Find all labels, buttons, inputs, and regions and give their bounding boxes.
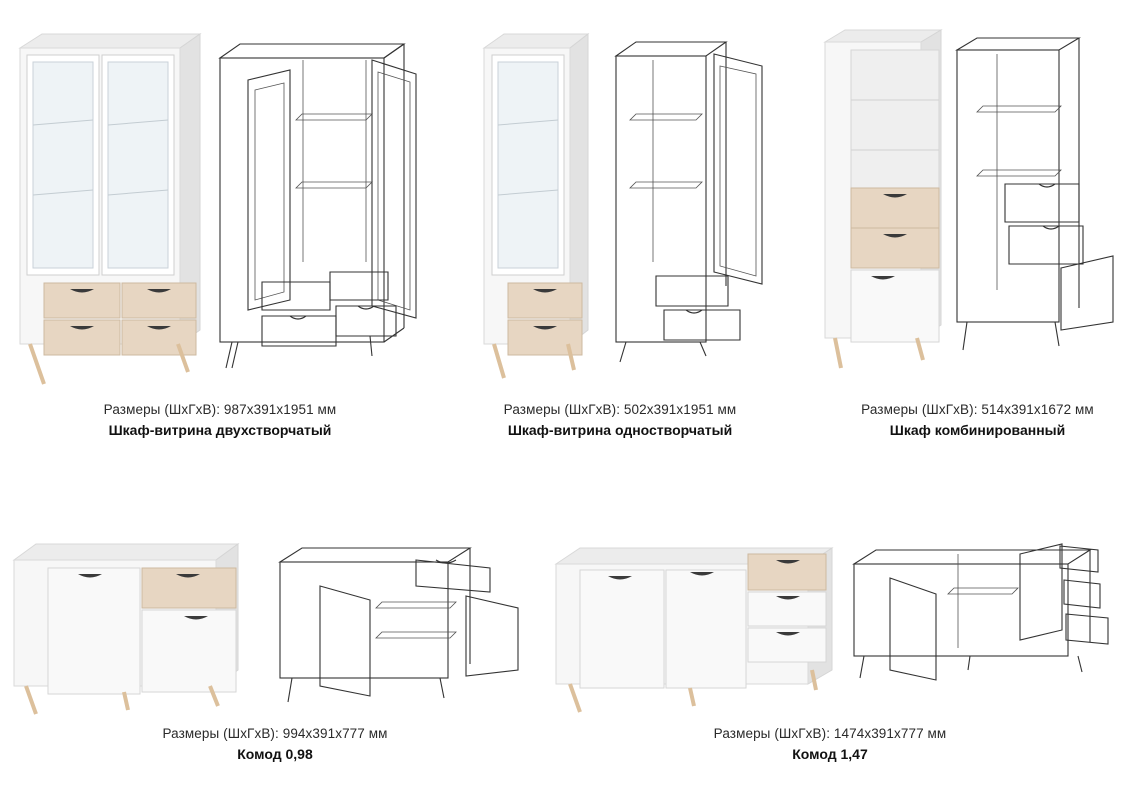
product-combined-cabinet: Размеры (ШхГхВ): 514x391x1672 мм Шкаф ко…: [815, 0, 1135, 460]
showcase-double-line-drawing: [218, 43, 417, 369]
dresser-147-caption: Размеры (ШхГхВ): 1474x391x777 мм Комод 1…: [590, 726, 1070, 762]
showcase-double-dimensions: Размеры (ШхГхВ): 987x391x1951 мм: [103, 402, 337, 417]
dresser-147-rendered-image: [554, 547, 834, 713]
showcase-double-title: Шкаф-витрина двухстворчатый: [108, 422, 332, 438]
showcase-double-rendered-image: [18, 33, 202, 385]
product-dresser-098: Размеры (ШхГхВ): 994x391x777 мм Комод 0,…: [0, 520, 540, 800]
dresser-098-title: Комод 0,98: [237, 746, 313, 762]
product-showcase-single: Размеры (ШхГхВ): 502x391x1951 мм Шкаф-ви…: [470, 0, 790, 460]
showcase-single-title: Шкаф-витрина одностворчатый: [507, 422, 733, 438]
combined-cabinet-dimensions: Размеры (ШхГхВ): 514x391x1672 мм: [861, 402, 1094, 417]
dresser-147-line-drawing: [852, 543, 1109, 681]
combined-cabinet-rendered-image: [823, 29, 943, 369]
showcase-single-rendered-image: [482, 32, 590, 379]
product-showcase-double: Размеры (ШхГхВ): 987x391x1951 мм Шкаф-ви…: [0, 0, 420, 460]
dresser-147-title: Комод 1,47: [792, 746, 868, 762]
showcase-single-dimensions: Размеры (ШхГхВ): 502x391x1951 мм: [503, 402, 737, 417]
combined-cabinet-title: Шкаф комбинированный: [889, 422, 1066, 438]
showcase-single-line-drawing: [614, 41, 763, 363]
combined-cabinet-caption: Размеры (ШхГхВ): 514x391x1672 мм Шкаф ко…: [815, 402, 1140, 438]
dresser-098-rendered-image: [12, 543, 240, 715]
showcase-single-caption: Размеры (ШхГхВ): 502x391x1951 мм Шкаф-ви…: [470, 402, 770, 438]
dresser-147-dimensions: Размеры (ШхГхВ): 1474x391x777 мм: [713, 726, 947, 741]
dresser-098-dimensions: Размеры (ШхГхВ): 994x391x777 мм: [162, 726, 388, 741]
dresser-098-caption: Размеры (ШхГхВ): 994x391x777 мм Комод 0,…: [50, 726, 500, 762]
showcase-double-caption: Размеры (ШхГхВ): 987x391x1951 мм Шкаф-ви…: [20, 402, 420, 438]
product-dresser-147: Размеры (ШхГхВ): 1474x391x777 мм Комод 1…: [550, 520, 1140, 800]
combined-cabinet-line-drawing: [955, 37, 1114, 351]
dresser-098-line-drawing: [278, 547, 519, 703]
